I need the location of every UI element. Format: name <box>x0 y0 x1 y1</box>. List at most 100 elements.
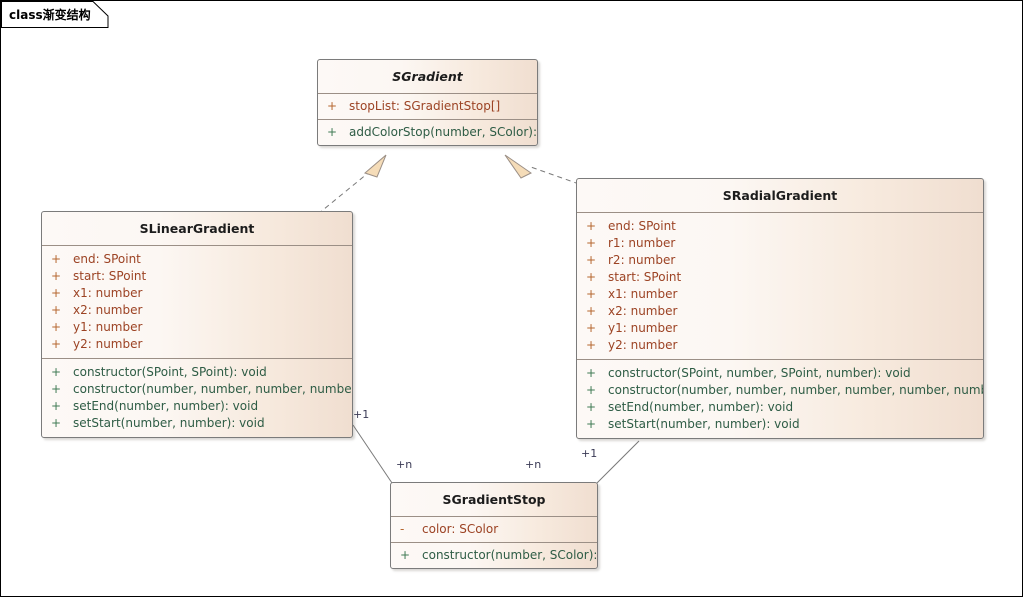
attribute-row[interactable]: + stopList: SGradientStop[] <box>318 98 537 115</box>
class-name-sgradient: SGradient <box>392 69 463 84</box>
attribute-label: x2: number <box>608 304 678 318</box>
operation-row[interactable]: + addColorStop(number, SColor): void <box>318 124 537 141</box>
visibility-marker: + <box>586 270 597 284</box>
attribute-label: start: SPoint <box>73 269 147 283</box>
operation-label: constructor(number, number, number, numb… <box>608 383 983 397</box>
visibility-marker: + <box>51 416 62 430</box>
class-name-sradialgradient: SRadialGradient <box>722 188 838 203</box>
attribute-row[interactable]: + y2: number <box>577 337 983 354</box>
operation-row[interactable]: + constructor(SPoint, number, SPoint, nu… <box>577 365 983 382</box>
attribute-row[interactable]: - color: SColor <box>391 521 597 538</box>
visibility-marker: + <box>586 304 597 318</box>
operation-label: setStart(number, number): void <box>608 417 800 431</box>
operation-row[interactable]: + constructor(SPoint, SPoint): void <box>42 364 352 381</box>
attribute-label: y2: number <box>73 337 143 351</box>
attribute-label: y1: number <box>608 321 678 335</box>
operations-compartment-sradialgradient: + constructor(SPoint, number, SPoint, nu… <box>577 359 983 438</box>
operation-row[interactable]: + constructor(number, number, number, nu… <box>577 382 983 399</box>
operation-row[interactable]: + setStart(number, number): void <box>42 415 352 432</box>
association-radial-to-stop <box>596 440 640 484</box>
attribute-label: y2: number <box>608 338 678 352</box>
attributes-compartment-slineargradient: + end: SPoint + start: SPoint + x1: numb… <box>42 245 352 358</box>
class-box-sgradientstop[interactable]: SGradientStop - color: SColor + construc… <box>390 482 598 569</box>
class-box-sgradient[interactable]: SGradient + stopList: SGradientStop[] + … <box>317 59 538 146</box>
attribute-row[interactable]: + y1: number <box>42 319 352 336</box>
attribute-label: y1: number <box>73 320 143 334</box>
attributes-compartment-sgradient: + stopList: SGradientStop[] <box>318 93 537 119</box>
realization-linear-to-gradient <box>317 154 387 215</box>
multiplicity-radial-source: +1 <box>581 447 598 460</box>
attribute-row[interactable]: + x2: number <box>577 303 983 320</box>
attribute-label: start: SPoint <box>608 270 682 284</box>
operation-label: setEnd(number, number): void <box>608 400 794 414</box>
visibility-marker: + <box>586 219 597 233</box>
visibility-marker: + <box>51 252 62 266</box>
visibility-marker: + <box>586 338 597 352</box>
attribute-label: end: SPoint <box>73 252 141 266</box>
attribute-label: color: SColor <box>422 522 499 536</box>
multiplicity-linear-target: +n <box>396 458 413 471</box>
operation-row[interactable]: + constructor(number, number, number, nu… <box>42 381 352 398</box>
operation-label: setEnd(number, number): void <box>73 399 259 413</box>
attribute-row[interactable]: + y2: number <box>42 336 352 353</box>
attribute-label: x1: number <box>73 286 143 300</box>
operation-label: constructor(number, SColor): void <box>422 548 598 562</box>
attributes-compartment-sgradientstop: - color: SColor <box>391 516 597 542</box>
operation-label: constructor(number, number, number, numb… <box>73 382 352 396</box>
visibility-marker: + <box>327 125 338 139</box>
visibility-marker: + <box>400 548 411 562</box>
visibility-marker: + <box>586 383 597 397</box>
class-name-slineargradient: SLinearGradient <box>139 221 255 236</box>
visibility-marker: + <box>327 99 338 113</box>
visibility-marker: + <box>51 303 62 317</box>
attribute-label: end: SPoint <box>608 219 676 233</box>
class-name-sgradientstop: SGradientStop <box>442 492 546 507</box>
operation-label: setStart(number, number): void <box>73 416 265 430</box>
attribute-row[interactable]: + end: SPoint <box>42 251 352 268</box>
visibility-marker: + <box>586 417 597 431</box>
multiplicity-linear-source: +1 <box>353 408 370 421</box>
attribute-row[interactable]: + x1: number <box>577 286 983 303</box>
title-tab-shape <box>1 1 109 28</box>
attribute-row[interactable]: + x2: number <box>42 302 352 319</box>
diagram-title-tab: class渐变结构 <box>1 1 109 28</box>
attribute-row[interactable]: + start: SPoint <box>577 269 983 286</box>
visibility-marker: - <box>400 522 405 536</box>
operation-row[interactable]: + setEnd(number, number): void <box>577 399 983 416</box>
attribute-label: r2: number <box>608 253 676 267</box>
attributes-compartment-sradialgradient: + end: SPoint + r1: number + r2: number … <box>577 212 983 359</box>
class-box-sradialgradient[interactable]: SRadialGradient + end: SPoint + r1: numb… <box>576 178 984 439</box>
visibility-marker: + <box>586 253 597 267</box>
visibility-marker: + <box>51 286 62 300</box>
realization-radial-to-gradient <box>504 154 580 185</box>
operations-compartment-sgradientstop: + constructor(number, SColor): void <box>391 542 597 568</box>
operations-compartment-sgradient: + addColorStop(number, SColor): void <box>318 119 537 145</box>
operations-compartment-slineargradient: + constructor(SPoint, SPoint): void + co… <box>42 358 352 437</box>
attribute-row[interactable]: + r1: number <box>577 235 983 252</box>
visibility-marker: + <box>586 287 597 301</box>
attribute-label: x1: number <box>608 287 678 301</box>
operation-row[interactable]: + constructor(number, SColor): void <box>391 547 597 564</box>
visibility-marker: + <box>51 365 62 379</box>
operation-row[interactable]: + setEnd(number, number): void <box>42 398 352 415</box>
attribute-row[interactable]: + x1: number <box>42 285 352 302</box>
attribute-label: r1: number <box>608 236 676 250</box>
attribute-row[interactable]: + r2: number <box>577 252 983 269</box>
visibility-marker: + <box>51 399 62 413</box>
visibility-marker: + <box>586 366 597 380</box>
operation-row[interactable]: + setStart(number, number): void <box>577 416 983 433</box>
visibility-marker: + <box>586 236 597 250</box>
class-box-slineargradient[interactable]: SLinearGradient + end: SPoint + start: S… <box>41 211 353 438</box>
multiplicity-radial-target: +n <box>525 458 542 471</box>
attribute-row[interactable]: + start: SPoint <box>42 268 352 285</box>
operation-label: constructor(SPoint, SPoint): void <box>73 365 267 379</box>
attribute-row[interactable]: + end: SPoint <box>577 218 983 235</box>
attribute-label: stopList: SGradientStop[] <box>349 99 501 113</box>
visibility-marker: + <box>51 337 62 351</box>
attribute-row[interactable]: + y1: number <box>577 320 983 337</box>
attribute-label: x2: number <box>73 303 143 317</box>
visibility-marker: + <box>586 321 597 335</box>
visibility-marker: + <box>51 320 62 334</box>
visibility-marker: + <box>51 269 62 283</box>
